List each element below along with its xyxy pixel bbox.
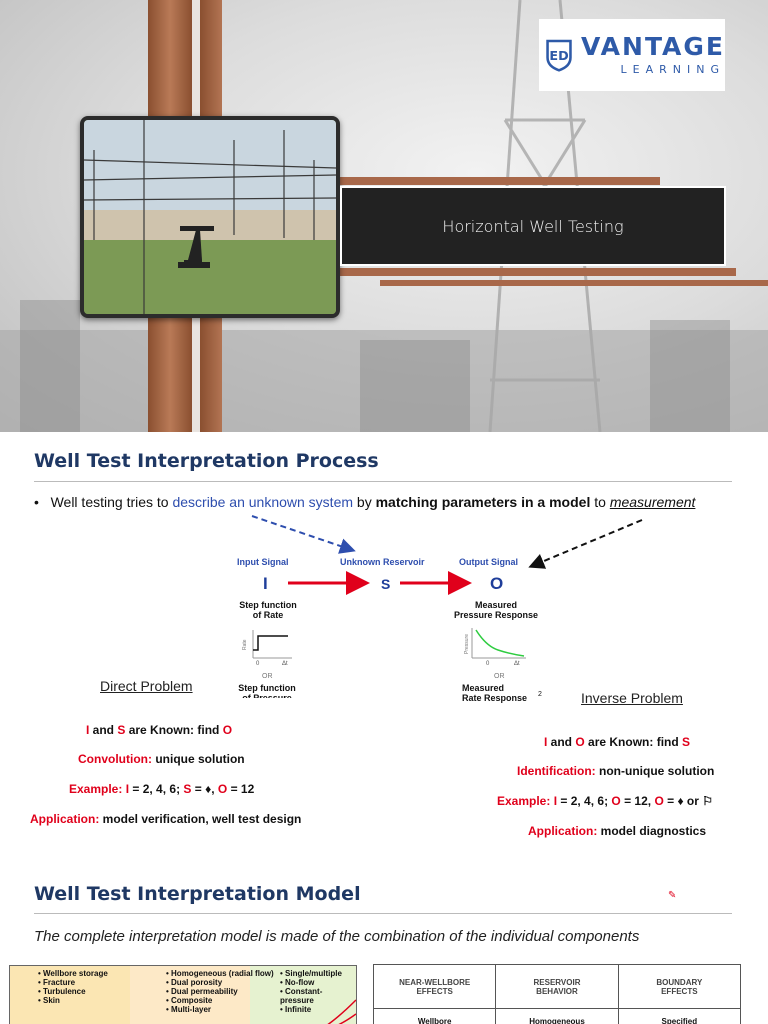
logo-word: VANTAGE [581,32,725,61]
or-label: OR [262,673,273,680]
direct-line-1: I and S are Known: find O [86,723,233,737]
inverse-line-3: Example: I = 2, 4, 6; O = 12, O = ♦ or ⚐ [497,794,714,808]
inverse-line-4: Application: model diagnostics [528,824,707,838]
pencil-icon: ✎ [668,890,677,901]
component-col-1: • Wellbore storage• Fracture• Turbulence… [38,969,108,1005]
decor-bar [330,177,660,185]
svg-text:Pressure: Pressure [464,634,470,654]
measured-pressure-text: Measured Pressure Response [453,600,539,620]
footnote-number: 2 [538,691,542,698]
measured-rate-text: Measured Rate Response [462,683,528,703]
decor-bar [380,280,768,286]
ed-shield-icon: ED [546,39,572,72]
svg-text:Δt: Δt [282,661,288,667]
title-divider [34,481,732,482]
direct-line-2: Convolution: unique solution [78,752,245,766]
curve-sketch [327,999,356,1024]
table-header: NEAR-WELLBORE EFFECTS [372,964,497,1009]
edvantage-logo: ED VANTAGE LEARNING [539,19,725,91]
component-col-3: • Single/multiple• No-flow• Constant-pre… [280,969,342,1014]
input-signal-label: Input Signal [237,557,289,567]
table-cell: Wellbore [372,1008,497,1024]
title-divider [34,913,732,914]
components-table: NEAR-WELLBORE EFFECTS RESERVOIR BEHAVIOR… [372,964,742,1024]
table-header: BOUNDARY EFFECTS [617,964,742,1009]
oil-pump-photo [80,116,340,318]
or-label: OR [494,673,505,680]
step-pressure-text: Step function of Pressure [238,683,296,698]
bullet-text: • Well testing tries to describe an unkn… [34,494,696,510]
slide-title: Horizontal Well Testing [442,216,624,236]
step-rate-text: Step function of Rate [239,600,297,620]
svg-text:0: 0 [486,661,490,667]
table-cell: Homogeneous [495,1008,619,1024]
title-box: Horizontal Well Testing [340,186,726,266]
table-cell: Specified [617,1008,742,1024]
inverse-line-2: Identification: non-unique solution [517,764,715,778]
direct-problem-title: Direct Problem [100,678,193,694]
svg-text:Rate: Rate [242,639,248,650]
signal-s: S [381,576,391,592]
signal-i: I [263,574,268,593]
model-components-chart: • Wellbore storage• Fracture• Turbulence… [9,965,357,1024]
unknown-reservoir-label: Unknown Reservoir [340,557,425,567]
component-col-2: • Homogeneous (radial flow)• Dual porosi… [166,969,274,1014]
output-signal-label: Output Signal [459,557,518,567]
title-slide: Horizontal Well Testing ED VANTAGE LEARN… [0,0,768,432]
model-title: Well Test Interpretation Model [34,883,361,905]
process-title: Well Test Interpretation Process [34,450,379,472]
signal-o: O [490,574,504,593]
model-subtitle: The complete interpretation model is mad… [34,928,640,945]
table-header: RESERVOIR BEHAVIOR [495,964,619,1009]
inverse-line-1: I and O are Known: find S [544,735,691,749]
inverse-problem-title: Inverse Problem [581,690,683,706]
derrick-background-image [0,0,768,432]
svg-text:Δt: Δt [514,661,520,667]
logo-sub: LEARNING [620,63,725,76]
svg-text:0: 0 [256,661,260,667]
svg-text:ED: ED [549,49,568,64]
decor-bar [330,268,736,276]
direct-line-4: Application: model verification, well te… [30,812,302,826]
direct-line-3: Example: I = 2, 4, 6; S = ♦, O = 12 [69,782,255,796]
